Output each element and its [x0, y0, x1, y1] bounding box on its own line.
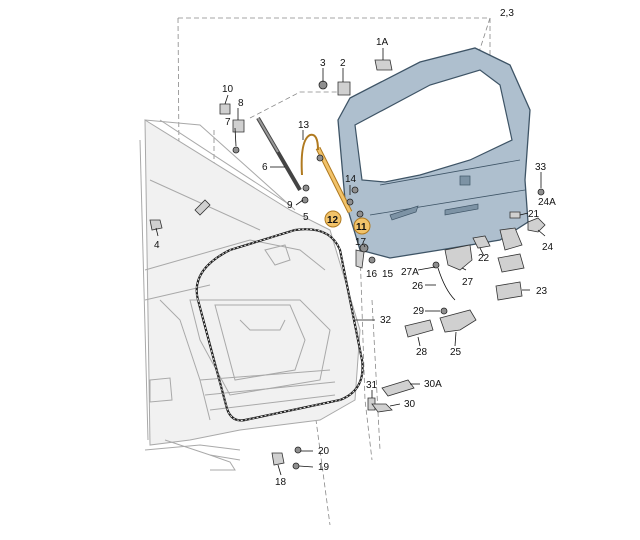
callout-10: 10 [222, 84, 234, 95]
callout-2: 2 [340, 58, 346, 69]
callout-29: 29 [413, 306, 425, 317]
vehicle-body [139, 119, 361, 471]
callout-13: 13 [298, 120, 310, 131]
callout-19: 19 [318, 462, 330, 473]
leader-lines [155, 48, 546, 476]
callout-24: 24 [542, 242, 554, 253]
callout-3: 3 [320, 58, 326, 69]
callout-15: 15 [382, 269, 394, 280]
header-reference: 2,3 [500, 8, 514, 19]
callout-11: 11 [356, 222, 367, 233]
callout-26: 26 [412, 281, 424, 292]
callout-14: 14 [345, 174, 357, 185]
callout-labels: 2,3 1A 3 2 10 8 7 6 13 14 9 12 11 5 4 33… [154, 8, 556, 488]
callout-27: 27 [462, 277, 474, 288]
callout-5: 5 [303, 212, 309, 223]
callout-22: 22 [478, 253, 490, 264]
strut-cable [300, 133, 319, 176]
callout-28: 28 [416, 347, 428, 358]
callout-21: 21 [528, 209, 540, 220]
callout-6: 6 [262, 162, 268, 173]
callout-8: 8 [238, 98, 244, 109]
callout-25: 25 [450, 347, 462, 358]
callout-30A: 30A [424, 379, 442, 390]
gas-strut-left [256, 116, 302, 192]
callout-7: 7 [225, 117, 231, 128]
callout-1A: 1A [376, 37, 389, 48]
tailgate-panel [337, 47, 531, 259]
callout-23: 23 [536, 286, 548, 297]
boot-seal [195, 228, 364, 422]
callout-30: 30 [404, 399, 416, 410]
callout-4: 4 [154, 240, 160, 251]
callout-31: 31 [366, 380, 378, 391]
callout-16: 16 [366, 269, 378, 280]
callout-12: 12 [327, 215, 339, 226]
callout-33: 33 [535, 162, 547, 173]
callout-32: 32 [380, 315, 392, 326]
small-parts [149, 59, 546, 470]
callout-24A: 24A [538, 197, 556, 208]
callout-11-highlight: 11 [353, 217, 371, 235]
callout-9: 9 [287, 200, 293, 211]
callout-18: 18 [275, 477, 287, 488]
callout-20: 20 [318, 446, 330, 457]
callout-17: 17 [355, 237, 367, 248]
callout-27A: 27A [401, 267, 419, 278]
callout-12-highlight: 12 [324, 210, 342, 228]
